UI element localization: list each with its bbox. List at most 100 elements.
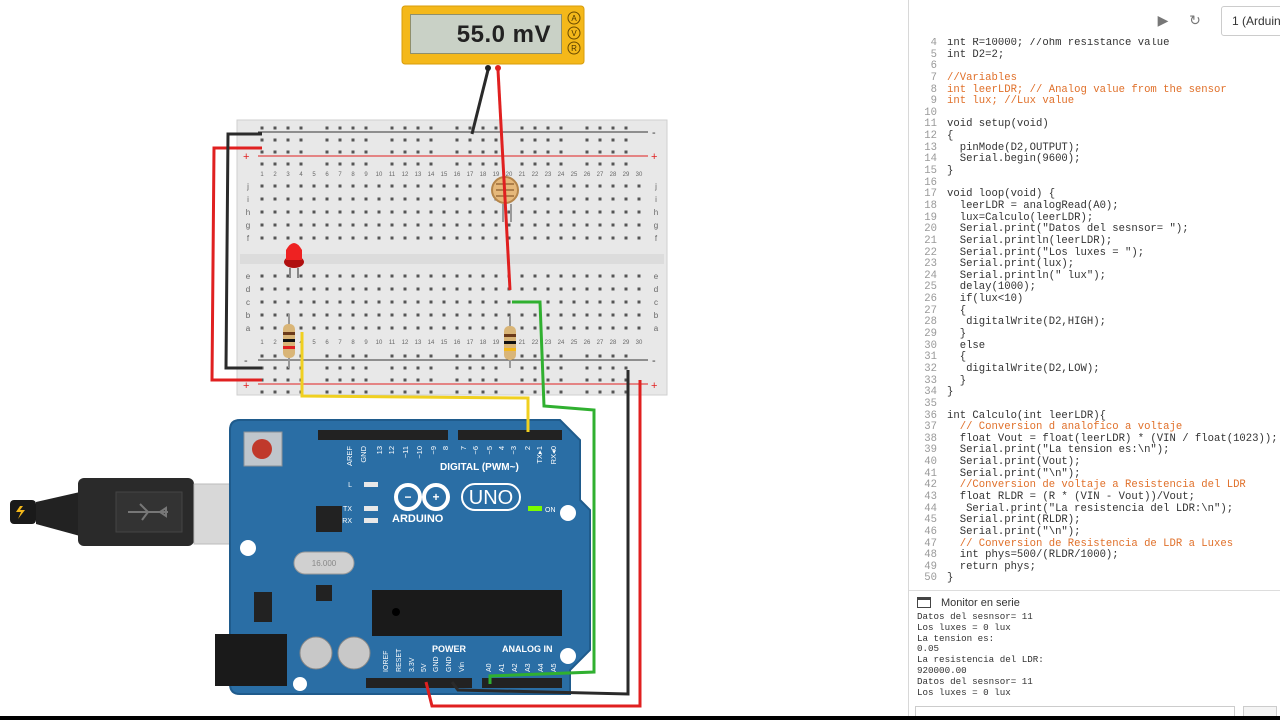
rail-hole[interactable] <box>481 378 485 382</box>
rail-hole[interactable] <box>286 150 290 154</box>
rail-hole[interactable] <box>273 162 277 166</box>
terminal-hole[interactable] <box>637 287 641 291</box>
terminal-hole[interactable] <box>260 287 264 291</box>
rail-hole[interactable] <box>611 138 615 142</box>
terminal-hole[interactable] <box>442 287 446 291</box>
terminal-hole[interactable] <box>468 223 472 227</box>
rail-hole[interactable] <box>494 378 498 382</box>
rail-hole[interactable] <box>520 366 524 370</box>
rail-hole[interactable] <box>481 162 485 166</box>
rail-hole[interactable] <box>598 150 602 154</box>
terminal-hole[interactable] <box>312 326 316 330</box>
rail-hole[interactable] <box>429 138 433 142</box>
rail-hole[interactable] <box>546 138 550 142</box>
terminal-hole[interactable] <box>390 236 394 240</box>
terminal-hole[interactable] <box>546 313 550 317</box>
terminal-hole[interactable] <box>572 197 576 201</box>
code-line[interactable]: 40 Serial.print(Vout); <box>909 456 1280 469</box>
terminal-hole[interactable] <box>429 210 433 214</box>
rail-hole[interactable] <box>364 378 368 382</box>
terminal-hole[interactable] <box>377 313 381 317</box>
wire-yellow-d2[interactable] <box>300 332 530 432</box>
terminal-hole[interactable] <box>325 287 329 291</box>
terminal-hole[interactable] <box>598 223 602 227</box>
terminal-hole[interactable] <box>299 210 303 214</box>
rail-hole[interactable] <box>520 354 524 358</box>
code-line[interactable]: 41 Serial.print("\n"); <box>909 468 1280 481</box>
reset-button[interactable] <box>252 439 272 459</box>
terminal-hole[interactable] <box>273 300 277 304</box>
terminal-hole[interactable] <box>572 236 576 240</box>
rail-hole[interactable] <box>286 126 290 130</box>
terminal-hole[interactable] <box>260 236 264 240</box>
rail-hole[interactable] <box>351 378 355 382</box>
rail-hole[interactable] <box>585 162 589 166</box>
rail-hole[interactable] <box>585 126 589 130</box>
terminal-hole[interactable] <box>377 274 381 278</box>
terminal-hole[interactable] <box>312 184 316 188</box>
code-line[interactable]: 31 { <box>909 351 1280 364</box>
terminal-hole[interactable] <box>273 223 277 227</box>
terminal-hole[interactable] <box>377 223 381 227</box>
terminal-hole[interactable] <box>351 274 355 278</box>
rail-hole[interactable] <box>364 162 368 166</box>
terminal-hole[interactable] <box>585 287 589 291</box>
terminal-hole[interactable] <box>377 236 381 240</box>
terminal-hole[interactable] <box>585 197 589 201</box>
terminal-hole[interactable] <box>338 210 342 214</box>
rail-hole[interactable] <box>494 354 498 358</box>
rail-hole[interactable] <box>403 126 407 130</box>
rail-hole[interactable] <box>416 150 420 154</box>
code-line[interactable]: 29 } <box>909 328 1280 341</box>
terminal-hole[interactable] <box>325 274 329 278</box>
terminal-hole[interactable] <box>429 274 433 278</box>
terminal-hole[interactable] <box>286 300 290 304</box>
terminal-hole[interactable] <box>377 210 381 214</box>
terminal-hole[interactable] <box>416 210 420 214</box>
rail-hole[interactable] <box>390 138 394 142</box>
terminal-hole[interactable] <box>260 300 264 304</box>
rail-hole[interactable] <box>403 390 407 394</box>
terminal-hole[interactable] <box>481 313 485 317</box>
terminal-hole[interactable] <box>494 236 498 240</box>
terminal-hole[interactable] <box>598 184 602 188</box>
rail-hole[interactable] <box>325 138 329 142</box>
rail-hole[interactable] <box>286 390 290 394</box>
terminal-hole[interactable] <box>312 236 316 240</box>
terminal-hole[interactable] <box>455 326 459 330</box>
rail-hole[interactable] <box>468 366 472 370</box>
rail-hole[interactable] <box>403 162 407 166</box>
terminal-hole[interactable] <box>403 223 407 227</box>
terminal-hole[interactable] <box>494 223 498 227</box>
rail-hole[interactable] <box>260 162 264 166</box>
terminal-hole[interactable] <box>611 210 615 214</box>
rail-hole[interactable] <box>585 378 589 382</box>
terminal-hole[interactable] <box>546 300 550 304</box>
terminal-hole[interactable] <box>442 210 446 214</box>
code-line[interactable]: 27 { <box>909 305 1280 318</box>
terminal-hole[interactable] <box>403 274 407 278</box>
terminal-hole[interactable] <box>520 184 524 188</box>
terminal-hole[interactable] <box>429 236 433 240</box>
rail-hole[interactable] <box>390 150 394 154</box>
terminal-hole[interactable] <box>455 313 459 317</box>
rail-hole[interactable] <box>455 138 459 142</box>
terminal-hole[interactable] <box>364 300 368 304</box>
rail-hole[interactable] <box>416 354 420 358</box>
terminal-hole[interactable] <box>286 223 290 227</box>
terminal-hole[interactable] <box>364 197 368 201</box>
rail-hole[interactable] <box>390 126 394 130</box>
rail-hole[interactable] <box>429 126 433 130</box>
terminal-hole[interactable] <box>507 223 511 227</box>
terminal-hole[interactable] <box>481 184 485 188</box>
terminal-hole[interactable] <box>624 287 628 291</box>
rail-hole[interactable] <box>520 162 524 166</box>
terminal-hole[interactable] <box>481 326 485 330</box>
rail-hole[interactable] <box>598 354 602 358</box>
rail-hole[interactable] <box>468 126 472 130</box>
code-line[interactable]: 12{ <box>909 130 1280 143</box>
terminal-hole[interactable] <box>533 236 537 240</box>
rail-hole[interactable] <box>455 354 459 358</box>
